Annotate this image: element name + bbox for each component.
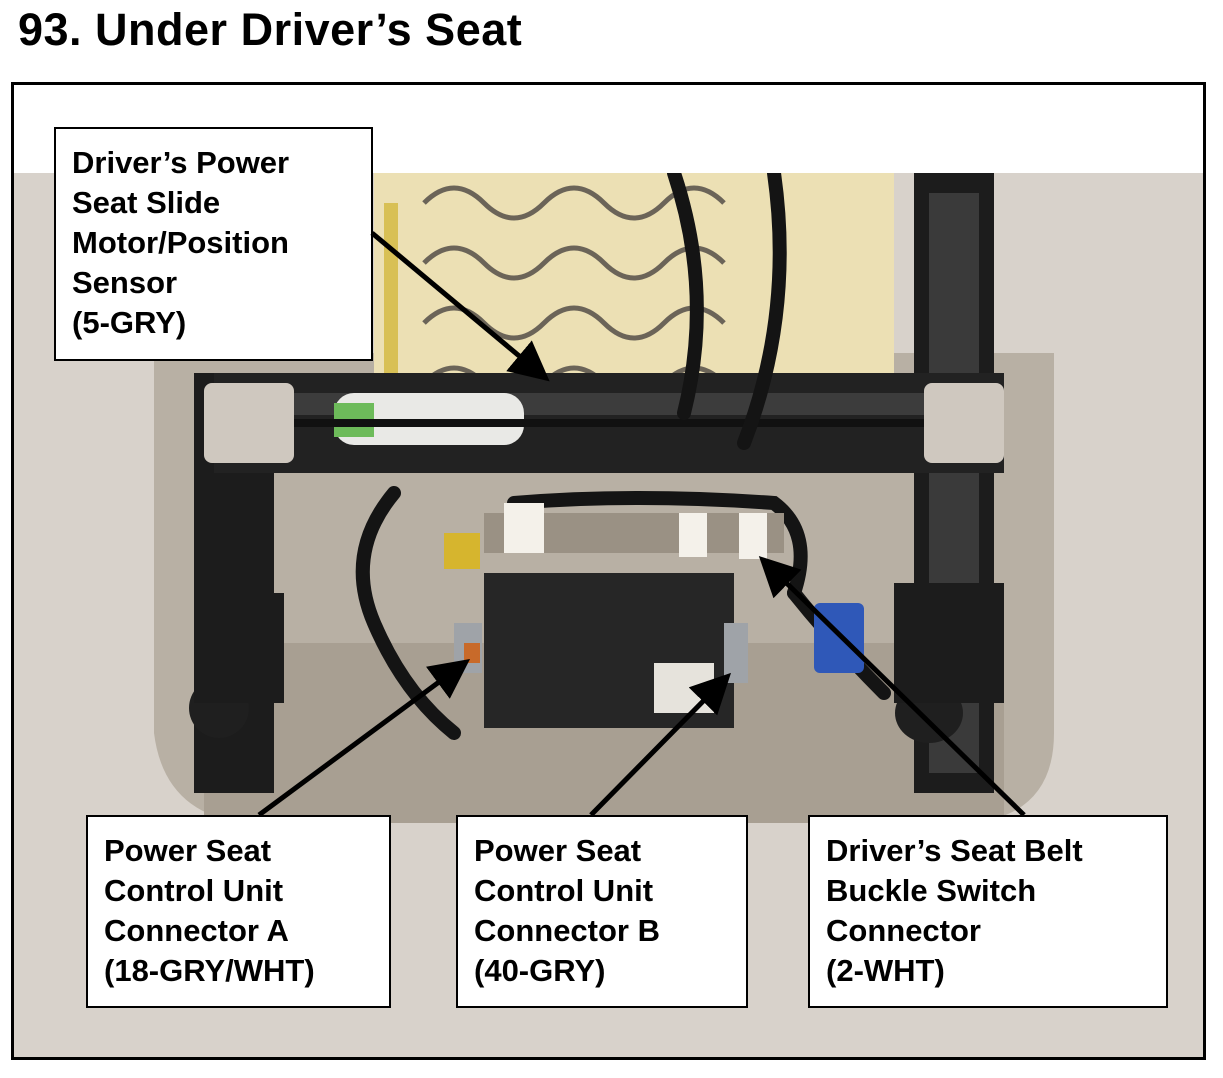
callout-line: Seat Slide [72, 185, 221, 220]
callout-connector-a: Power Seat Control Unit Connector A (18-… [86, 815, 391, 1008]
white-connector-left [504, 503, 544, 553]
callout-connector-b: Power Seat Control Unit Connector B (40-… [456, 815, 748, 1008]
seat-belt-buckle-connector [739, 513, 767, 559]
callout-line: Connector A [104, 913, 289, 948]
white-connector-mid [679, 513, 707, 557]
callout-line: Driver’s Power [72, 145, 290, 180]
callout-line: Control Unit [104, 873, 284, 908]
callout-line: Power Seat [474, 833, 642, 868]
control-unit-connector-b [724, 623, 748, 683]
callout-line: Buckle Switch [826, 873, 1037, 908]
callout-line: Motor/Position [72, 225, 289, 260]
callout-line: (5-GRY) [72, 305, 187, 340]
callout-line: Power Seat [104, 833, 272, 868]
page-title: 93. Under Driver’s Seat [18, 4, 523, 55]
callout-line: (2-WHT) [826, 953, 945, 988]
right-rail-bracket [924, 383, 1004, 463]
callout-line: Connector [826, 913, 981, 948]
yellow-airbag-connector [444, 533, 480, 569]
callout-line: Connector B [474, 913, 660, 948]
blue-connector [814, 603, 864, 673]
control-unit-label [654, 663, 714, 713]
figure-frame: Driver’s Power Seat Slide Motor/Position… [11, 82, 1206, 1060]
callout-line: (40-GRY) [474, 953, 606, 988]
callout-line: (18-GRY/WHT) [104, 953, 315, 988]
callout-line: Sensor [72, 265, 178, 300]
callout-belt-buckle: Driver’s Seat Belt Buckle Switch Connect… [808, 815, 1168, 1008]
callout-line: Driver’s Seat Belt [826, 833, 1083, 868]
callout-line: Control Unit [474, 873, 654, 908]
callout-slide-motor: Driver’s Power Seat Slide Motor/Position… [54, 127, 373, 361]
left-rail-bracket [204, 383, 294, 463]
